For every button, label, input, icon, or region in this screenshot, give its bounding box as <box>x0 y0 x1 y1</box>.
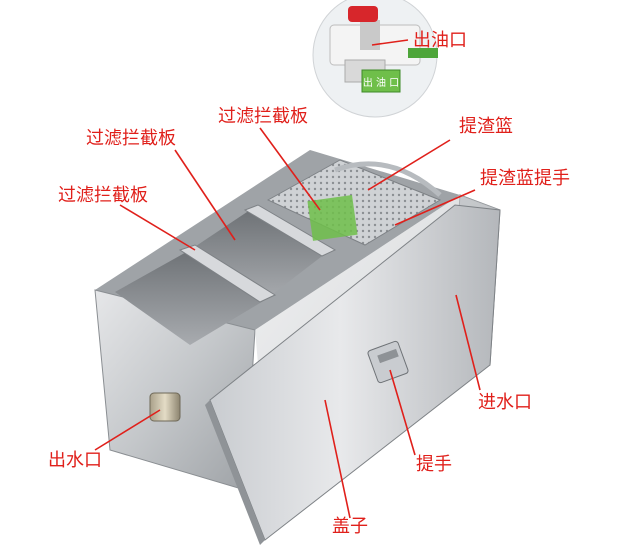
basket-handle-icon <box>334 161 442 197</box>
oil-tag <box>361 69 401 93</box>
oil-outlet-inset: 出 油 口 <box>312 0 438 118</box>
tank-lid <box>205 204 501 545</box>
oil-tag-text: 出 油 口 <box>363 76 399 89</box>
label-oil-outlet: 出油口 <box>413 30 467 51</box>
label-filter-baffle-2: 过滤拦截板 <box>218 106 308 127</box>
label-filter-baffle-3: 过滤拦截板 <box>58 185 148 206</box>
label-water-outlet: 出水口 <box>48 450 102 471</box>
valve-handle-icon <box>348 6 378 22</box>
lid-handle <box>367 340 409 384</box>
compartment-1 <box>115 250 265 345</box>
leader-lines <box>94 39 481 519</box>
label-handle: 提手 <box>416 454 452 475</box>
label-water-inlet: 进水口 <box>478 392 532 413</box>
filter-baffle-b <box>243 204 337 257</box>
water-outlet-pipe <box>149 392 181 422</box>
label-basket-handle: 提渣蓝提手 <box>480 168 570 189</box>
label-residue-basket: 提渣篮 <box>459 116 513 137</box>
label-filter-baffle-1: 过滤拦截板 <box>86 128 176 149</box>
label-lid: 盖子 <box>332 516 368 537</box>
